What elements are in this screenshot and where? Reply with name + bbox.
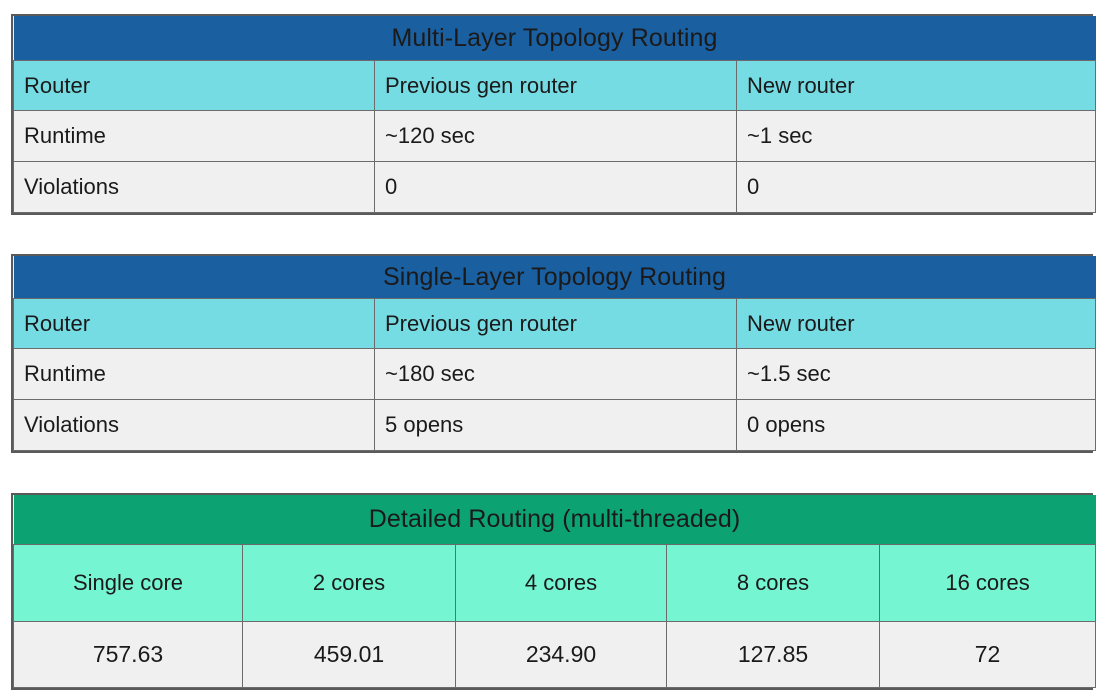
cell-runtime-single-core: 757.63: [13, 621, 243, 688]
row-label-violations: Violations: [13, 161, 375, 213]
single-layer-title: Single-Layer Topology Routing: [13, 256, 1096, 299]
row-label-violations: Violations: [13, 399, 375, 451]
column-header-2-cores: 2 cores: [242, 544, 456, 622]
table-row: Runtime ~120 sec ~1 sec: [13, 110, 1097, 162]
cell-violations-previous-gen: 0: [374, 161, 737, 213]
cell-runtime-new-router: ~1.5 sec: [736, 348, 1096, 400]
single-layer-topology-routing-table: Single-Layer Topology Routing Router Pre…: [11, 254, 1096, 453]
detailed-routing-title: Detailed Routing (multi-threaded): [13, 495, 1096, 545]
column-header-single-core: Single core: [13, 544, 243, 622]
table-column-header-row: Router Previous gen router New router: [13, 60, 1097, 111]
column-header-new-router: New router: [735, 60, 1097, 111]
table-column-header-row: Single core 2 cores 4 cores 8 cores 16 c…: [13, 544, 1097, 622]
cell-violations-new-router: 0 opens: [736, 399, 1096, 451]
column-header-previous-gen: Previous gen router: [374, 298, 737, 349]
multi-layer-title: Multi-Layer Topology Routing: [13, 16, 1096, 61]
column-header-4-cores: 4 cores: [455, 544, 667, 622]
table-row: 757.63 459.01 234.90 127.85 72: [13, 621, 1097, 688]
cell-runtime-previous-gen: ~120 sec: [374, 110, 737, 162]
column-header-8-cores: 8 cores: [666, 544, 880, 622]
column-header-router: Router: [13, 298, 375, 349]
detailed-routing-table: Detailed Routing (multi-threaded) Single…: [11, 493, 1097, 690]
cell-violations-new-router: 0: [735, 161, 1097, 213]
cell-runtime-2-cores: 459.01: [242, 621, 456, 688]
cell-runtime-previous-gen: ~180 sec: [374, 348, 737, 400]
cell-violations-previous-gen: 5 opens: [374, 399, 737, 451]
cell-runtime-16-cores: 72: [878, 621, 1097, 688]
cell-runtime-4-cores: 234.90: [455, 621, 667, 688]
column-header-router: Router: [13, 60, 375, 111]
table-row: Runtime ~180 sec ~1.5 sec: [13, 348, 1096, 400]
table-title-row: Single-Layer Topology Routing: [13, 256, 1096, 299]
table-row: Violations 0 0: [13, 161, 1097, 213]
cell-runtime-new-router: ~1 sec: [735, 110, 1097, 162]
table-title-row: Detailed Routing (multi-threaded): [13, 495, 1096, 545]
multi-layer-topology-routing-table: Multi-Layer Topology Routing Router Prev…: [11, 14, 1097, 215]
row-label-runtime: Runtime: [13, 348, 375, 400]
table-column-header-row: Router Previous gen router New router: [13, 298, 1096, 349]
cell-runtime-8-cores: 127.85: [666, 621, 880, 688]
row-label-runtime: Runtime: [13, 110, 375, 162]
column-header-previous-gen: Previous gen router: [374, 60, 737, 111]
table-row: Violations 5 opens 0 opens: [13, 399, 1096, 451]
table-title-row: Multi-Layer Topology Routing: [13, 16, 1096, 61]
column-header-new-router: New router: [736, 298, 1096, 349]
column-header-16-cores: 16 cores: [878, 544, 1097, 622]
